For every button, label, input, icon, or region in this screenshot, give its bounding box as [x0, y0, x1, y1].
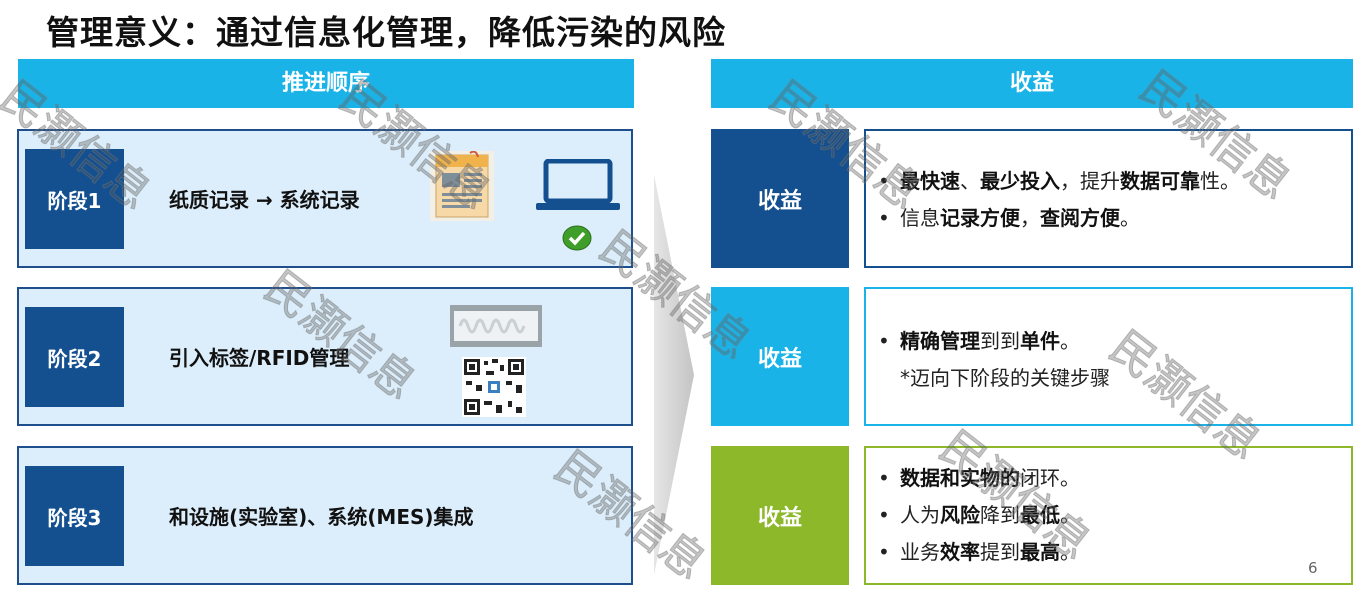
benefit-text: 业务 — [900, 540, 940, 564]
barcode-icon — [450, 305, 542, 347]
benefit-1-box: • 最快速、最少投入，提升数据可靠性。 • 信息记录方便，查阅方便。 — [864, 129, 1353, 268]
benefit-header: 收益 — [711, 59, 1353, 108]
benefit-text: 。 — [1060, 503, 1080, 527]
benefit-line: • 最快速、最少投入，提升数据可靠性。 — [878, 163, 1351, 200]
benefit-text: 、 — [960, 169, 980, 193]
qr-code-icon — [462, 357, 526, 417]
emphasis-text: 效率 — [940, 540, 980, 564]
benefit-line: • 人为风险降到最低。 — [878, 497, 1351, 534]
page-title: 管理意义：通过信息化管理，降低污染的风险 — [46, 13, 726, 52]
benefit-text: 到到 — [980, 329, 1020, 353]
arrow-right-icon — [654, 175, 694, 575]
stage-1-badge: 阶段1 — [25, 149, 124, 249]
stage-2-panel: 阶段2 引入标签/RFID管理 — [17, 287, 633, 426]
benefit-line: • 数据和实物的闭环。 — [878, 460, 1351, 497]
emphasis-text: 最低 — [1020, 503, 1060, 527]
benefit-text: 。 — [1120, 206, 1140, 230]
bullet-icon: • — [878, 466, 890, 490]
benefit-1-label: 收益 — [711, 129, 849, 268]
emphasis-text: 单件 — [1020, 329, 1060, 353]
bullet-icon: • — [878, 503, 890, 527]
emphasis-text: 查阅方便 — [1040, 206, 1120, 230]
emphasis-text: 数据可靠 — [1120, 169, 1200, 193]
benefit-text: 闭环。 — [1020, 466, 1080, 490]
benefit-line: • 信息记录方便，查阅方便。 — [878, 200, 1351, 237]
stage-2-badge: 阶段2 — [25, 307, 124, 407]
stage-3-badge: 阶段3 — [25, 466, 124, 566]
benefit-line: *迈向下阶段的关键步骤 — [878, 360, 1351, 397]
benefit-text: 。 — [1060, 540, 1080, 564]
emphasis-text: 风险 — [940, 503, 980, 527]
emphasis-text: 数据和实物的 — [900, 466, 1020, 490]
benefit-line: • 精确管理到到单件。 — [878, 323, 1351, 360]
bullet-icon: • — [878, 329, 890, 353]
benefit-text: ，提升 — [1060, 169, 1120, 193]
benefit-text: 。 — [1060, 329, 1080, 353]
bullet-icon: • — [878, 169, 890, 193]
benefit-2-label: 收益 — [711, 287, 849, 426]
benefit-text: 性。 — [1200, 169, 1240, 193]
benefit-text: 降到 — [980, 503, 1020, 527]
bullet-icon: • — [878, 540, 890, 564]
benefit-2-box: • 精确管理到到单件。 *迈向下阶段的关键步骤 — [864, 287, 1353, 426]
check-icon — [562, 225, 592, 251]
emphasis-text: 记录方便 — [940, 206, 1020, 230]
laptop-icon — [536, 159, 620, 210]
benefit-text: 信息 — [900, 206, 940, 230]
benefit-text: *迈向下阶段的关键步骤 — [900, 366, 1110, 390]
order-header: 推进顺序 — [18, 59, 634, 108]
stage-1-panel: 阶段1 纸质记录 → 系统记录 — [17, 129, 633, 268]
stage-1-text: 纸质记录 → 系统记录 — [169, 188, 360, 212]
page-number: 6 — [1308, 559, 1318, 577]
benefit-3-label: 收益 — [711, 446, 849, 585]
document-icon — [430, 151, 494, 221]
benefit-text: ， — [1020, 206, 1040, 230]
emphasis-text: 最少投入 — [980, 169, 1060, 193]
bullet-icon: • — [878, 206, 890, 230]
emphasis-text: 最快速 — [900, 169, 960, 193]
emphasis-text: 最高 — [1020, 540, 1060, 564]
benefit-line: • 业务效率提到最高。 — [878, 534, 1351, 571]
emphasis-text: 精确管理 — [900, 329, 980, 353]
benefit-3-box: • 数据和实物的闭环。 • 人为风险降到最低。 • 业务效率提到最高。 — [864, 446, 1353, 585]
benefit-text: 人为 — [900, 503, 940, 527]
stage-2-text: 引入标签/RFID管理 — [169, 346, 350, 370]
stage-3-text: 和设施(实验室)、系统(MES)集成 — [169, 505, 474, 529]
stage-3-panel: 阶段3 和设施(实验室)、系统(MES)集成 — [17, 446, 633, 585]
benefit-text: 提到 — [980, 540, 1020, 564]
